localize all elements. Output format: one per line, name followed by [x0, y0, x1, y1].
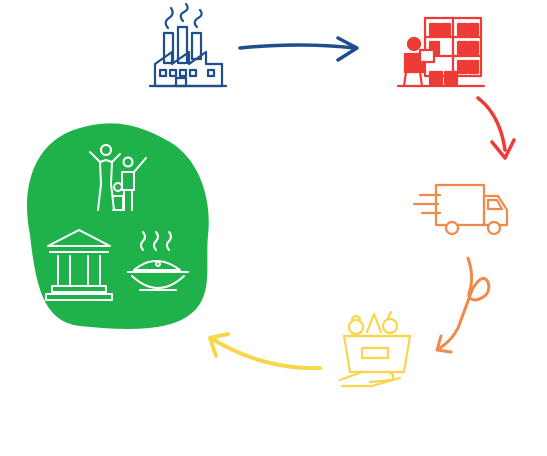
family-icon — [89, 144, 147, 211]
arrow-truck-to-food-box — [435, 256, 491, 354]
warehouse-worker-icon — [396, 16, 486, 88]
delivery-truck-icon — [412, 183, 509, 236]
hot-meal-icon — [127, 231, 189, 291]
arrow-factory-to-warehouse — [238, 36, 359, 62]
community-blob — [27, 123, 209, 329]
arrow-warehouse-to-truck — [476, 96, 516, 160]
factory-icon — [148, 2, 228, 88]
institution-building-icon — [45, 229, 113, 301]
food-donation-box-icon — [338, 310, 412, 388]
arrow-food-box-to-community — [208, 332, 322, 371]
